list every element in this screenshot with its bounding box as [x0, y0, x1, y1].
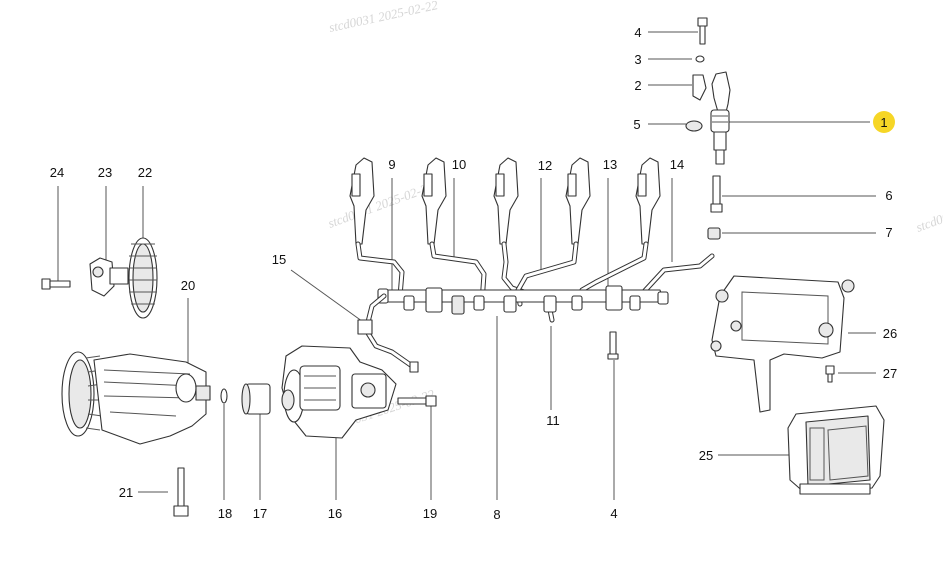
fuel-rail-assembly — [349, 157, 715, 373]
callout-10[interactable]: 10 — [452, 157, 466, 172]
selected-callout-highlight — [873, 111, 895, 133]
callout-11[interactable]: 11 — [546, 413, 560, 428]
callout-23[interactable]: 23 — [98, 165, 112, 180]
watermark: stcd0031 2025-02-22 — [328, 0, 440, 35]
callout-25[interactable]: 25 — [699, 448, 713, 463]
callout-14[interactable]: 14 — [670, 157, 684, 172]
callout-21[interactable]: 21 — [119, 485, 133, 500]
callout-18[interactable]: 18 — [218, 506, 232, 521]
callout-19[interactable]: 19 — [423, 506, 437, 521]
callout-2[interactable]: 2 — [634, 78, 641, 93]
callout-17[interactable]: 17 — [253, 506, 267, 521]
callout-6[interactable]: 6 — [885, 188, 892, 203]
callout-24[interactable]: 24 — [50, 165, 64, 180]
watermark: stcd0031 2025-02-22 — [914, 183, 943, 235]
callout-7[interactable]: 7 — [885, 225, 892, 240]
high-pressure-pump — [281, 345, 437, 439]
callout-4-rail-bolt[interactable]: 4 — [610, 506, 617, 521]
callout-9[interactable]: 9 — [388, 157, 395, 172]
callout-15[interactable]: 15 — [272, 252, 286, 267]
callout-26[interactable]: 26 — [883, 326, 897, 341]
callout-12[interactable]: 12 — [538, 158, 552, 173]
callout-13[interactable]: 13 — [603, 157, 617, 172]
injector-group — [685, 17, 731, 240]
callout-3[interactable]: 3 — [634, 52, 641, 67]
ac-compressor — [61, 351, 271, 517]
bracket-and-ecu — [710, 275, 885, 495]
callout-8[interactable]: 8 — [493, 507, 500, 522]
callout-27[interactable]: 27 — [883, 366, 897, 381]
gear-assembly — [41, 237, 158, 319]
callout-labels: 1 2 3 4 5 6 7 8 9 10 11 12 13 14 15 16 1… — [50, 25, 897, 522]
watermark: stcd0031 2025-02-22 — [326, 179, 436, 231]
callout-1[interactable]: 1 — [880, 115, 887, 130]
callout-16[interactable]: 16 — [328, 506, 342, 521]
callout-20[interactable]: 20 — [181, 278, 195, 293]
callout-22[interactable]: 22 — [138, 165, 152, 180]
callout-5[interactable]: 5 — [633, 117, 640, 132]
callout-4[interactable]: 4 — [634, 25, 641, 40]
